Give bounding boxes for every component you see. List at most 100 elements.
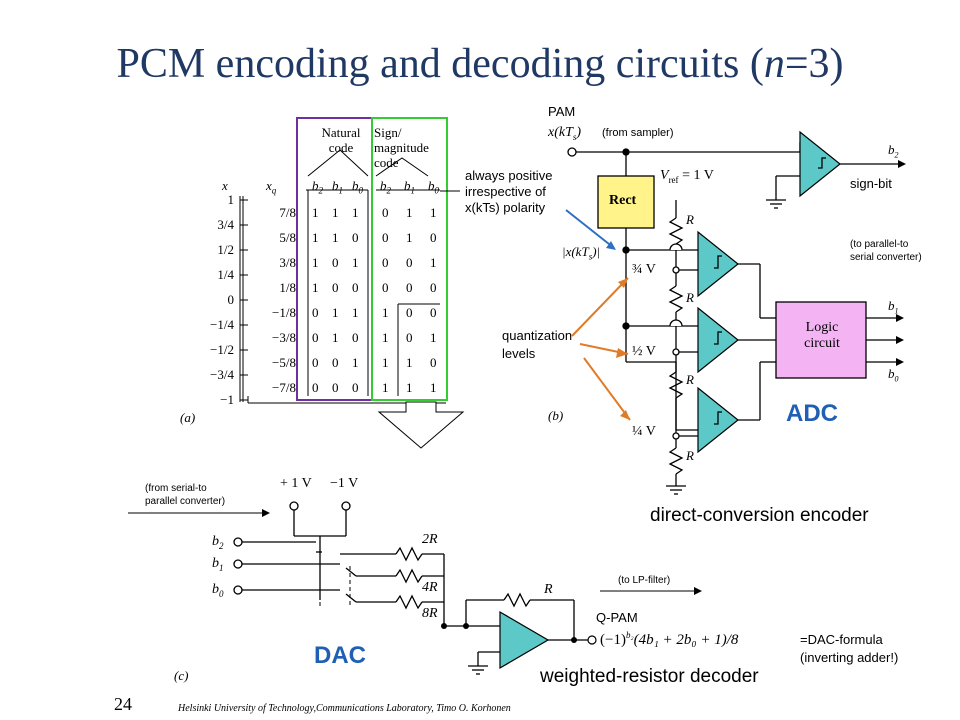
sign-bit: 1 <box>430 330 437 345</box>
sign-bit: 1 <box>430 205 437 220</box>
x-value: 1/2 <box>217 242 234 257</box>
weighted-resistor-label: weighted-resistor decoder <box>540 666 759 687</box>
natural-bit: 0 <box>312 305 319 320</box>
page-title: PCM encoding and decoding circuits (n=3) <box>116 41 844 87</box>
vref-label: Vref = 1 V <box>660 168 714 185</box>
natural-bit: 0 <box>312 380 319 395</box>
natural-bit: 0 <box>312 330 319 345</box>
xq-value: −3/8 <box>272 330 296 345</box>
sign-bit: 1 <box>406 355 413 370</box>
sign-bit: 0 <box>406 280 413 295</box>
sign-bit: 0 <box>430 230 437 245</box>
dac-in-b0: b0 <box>212 582 224 599</box>
feedback-r: R <box>544 582 553 597</box>
bit-header: b2 <box>380 178 391 196</box>
bit-header: b2 <box>312 178 323 196</box>
minus-1v-label: −1 V <box>330 476 359 491</box>
sign-bit: 0 <box>406 255 413 270</box>
level-3-4: ¾ V <box>632 262 656 277</box>
sign-bit: 1 <box>382 380 389 395</box>
page-number: 24 <box>114 694 132 714</box>
natural-bit: 1 <box>352 255 359 270</box>
natural-code-header: Natural code <box>321 125 361 155</box>
sign-bit: 1 <box>430 255 437 270</box>
r-label-3: R <box>686 372 694 387</box>
dac-switch-link <box>319 546 351 608</box>
natural-bit: 0 <box>352 330 359 345</box>
natural-bit: 1 <box>352 355 359 370</box>
sign-bit: 1 <box>382 330 389 345</box>
pam-label: PAM <box>548 104 576 119</box>
out-b1: b1 <box>888 298 899 316</box>
dac-formula-note: =DAC-formula(inverting adder!) <box>800 632 899 665</box>
sign-bit: 1 <box>406 230 413 245</box>
output-arrows <box>896 160 906 366</box>
xq-value: 3/8 <box>279 255 296 270</box>
fig-c-label: (c) <box>174 668 189 683</box>
natural-bit: 1 <box>332 330 339 345</box>
natural-bit: 0 <box>332 380 339 395</box>
dac-formula: (−1)b₂(4b₁ + 2b₀ + 1)/8 <box>600 630 739 648</box>
abs-input-label: |x(kTs)| <box>562 244 601 262</box>
xq-value: −1/8 <box>272 305 296 320</box>
logic-circuit-block <box>775 301 867 379</box>
sign-bit: 0 <box>406 305 413 320</box>
sign-bit: 1 <box>382 355 389 370</box>
resistor-4r: 4R <box>422 580 438 595</box>
x-value: 3/4 <box>217 217 234 232</box>
xq-value: 1/8 <box>279 280 296 295</box>
sign-bit: 1 <box>406 380 413 395</box>
quantization-arrows <box>571 277 631 421</box>
encoder-circuit <box>567 142 898 495</box>
natural-bit: 1 <box>312 280 319 295</box>
sign-bit: 0 <box>382 280 389 295</box>
xq-value: −7/8 <box>272 380 296 395</box>
dac-label: DAC <box>314 642 366 669</box>
always-positive-note: always positive irrespective of x(kTs) p… <box>465 168 553 215</box>
r-label-2: R <box>686 290 694 305</box>
col-x-label: x <box>222 178 228 193</box>
sign-bit: 1 <box>406 205 413 220</box>
xq-value: 5/8 <box>279 230 296 245</box>
dac-in-b2: b2 <box>212 534 224 551</box>
rect-label: Rect <box>609 193 637 208</box>
out-b2: b2 <box>888 142 899 160</box>
xq-value: −5/8 <box>272 355 296 370</box>
natural-bit: 1 <box>312 255 319 270</box>
direct-conversion-label: direct-conversion encoder <box>650 505 869 526</box>
sign-bit: 0 <box>382 255 389 270</box>
natural-bit: 0 <box>332 280 339 295</box>
x-value: 1/4 <box>217 267 234 282</box>
natural-bit: 1 <box>332 205 339 220</box>
fig-b-label: (b) <box>548 408 564 423</box>
positive-arrow <box>565 209 615 249</box>
r-label-1: R <box>686 212 694 227</box>
natural-bit: 1 <box>352 305 359 320</box>
adc-label: ADC <box>786 400 838 427</box>
x-value: 0 <box>227 292 235 307</box>
natural-bit: 0 <box>352 230 359 245</box>
r-label-4: R <box>686 448 694 463</box>
bit-header: b1 <box>404 178 415 196</box>
sign-bit: 1 <box>430 380 437 395</box>
dac-opamp <box>499 610 550 670</box>
sign-code-box <box>371 117 448 401</box>
sign-bit: 1 <box>382 305 389 320</box>
x-value: −1 <box>220 392 234 407</box>
sign-bit: 0 <box>406 330 413 345</box>
rect-block <box>597 175 655 229</box>
col-xq-label: xq <box>266 178 277 196</box>
level-1-4: ¼ V <box>632 424 656 439</box>
sign-bit: 0 <box>430 280 437 295</box>
x-value: −3/4 <box>210 367 234 382</box>
x-value: −1/2 <box>210 342 234 357</box>
sign-bit: 0 <box>382 205 389 220</box>
sign-bit: 0 <box>430 305 437 320</box>
natural-bit: 1 <box>312 205 319 220</box>
sign-bit-label: sign-bit <box>850 176 892 191</box>
sign-magnitude-header: Sign/ magnitude code <box>374 125 429 170</box>
out-b0: b0 <box>888 366 899 384</box>
